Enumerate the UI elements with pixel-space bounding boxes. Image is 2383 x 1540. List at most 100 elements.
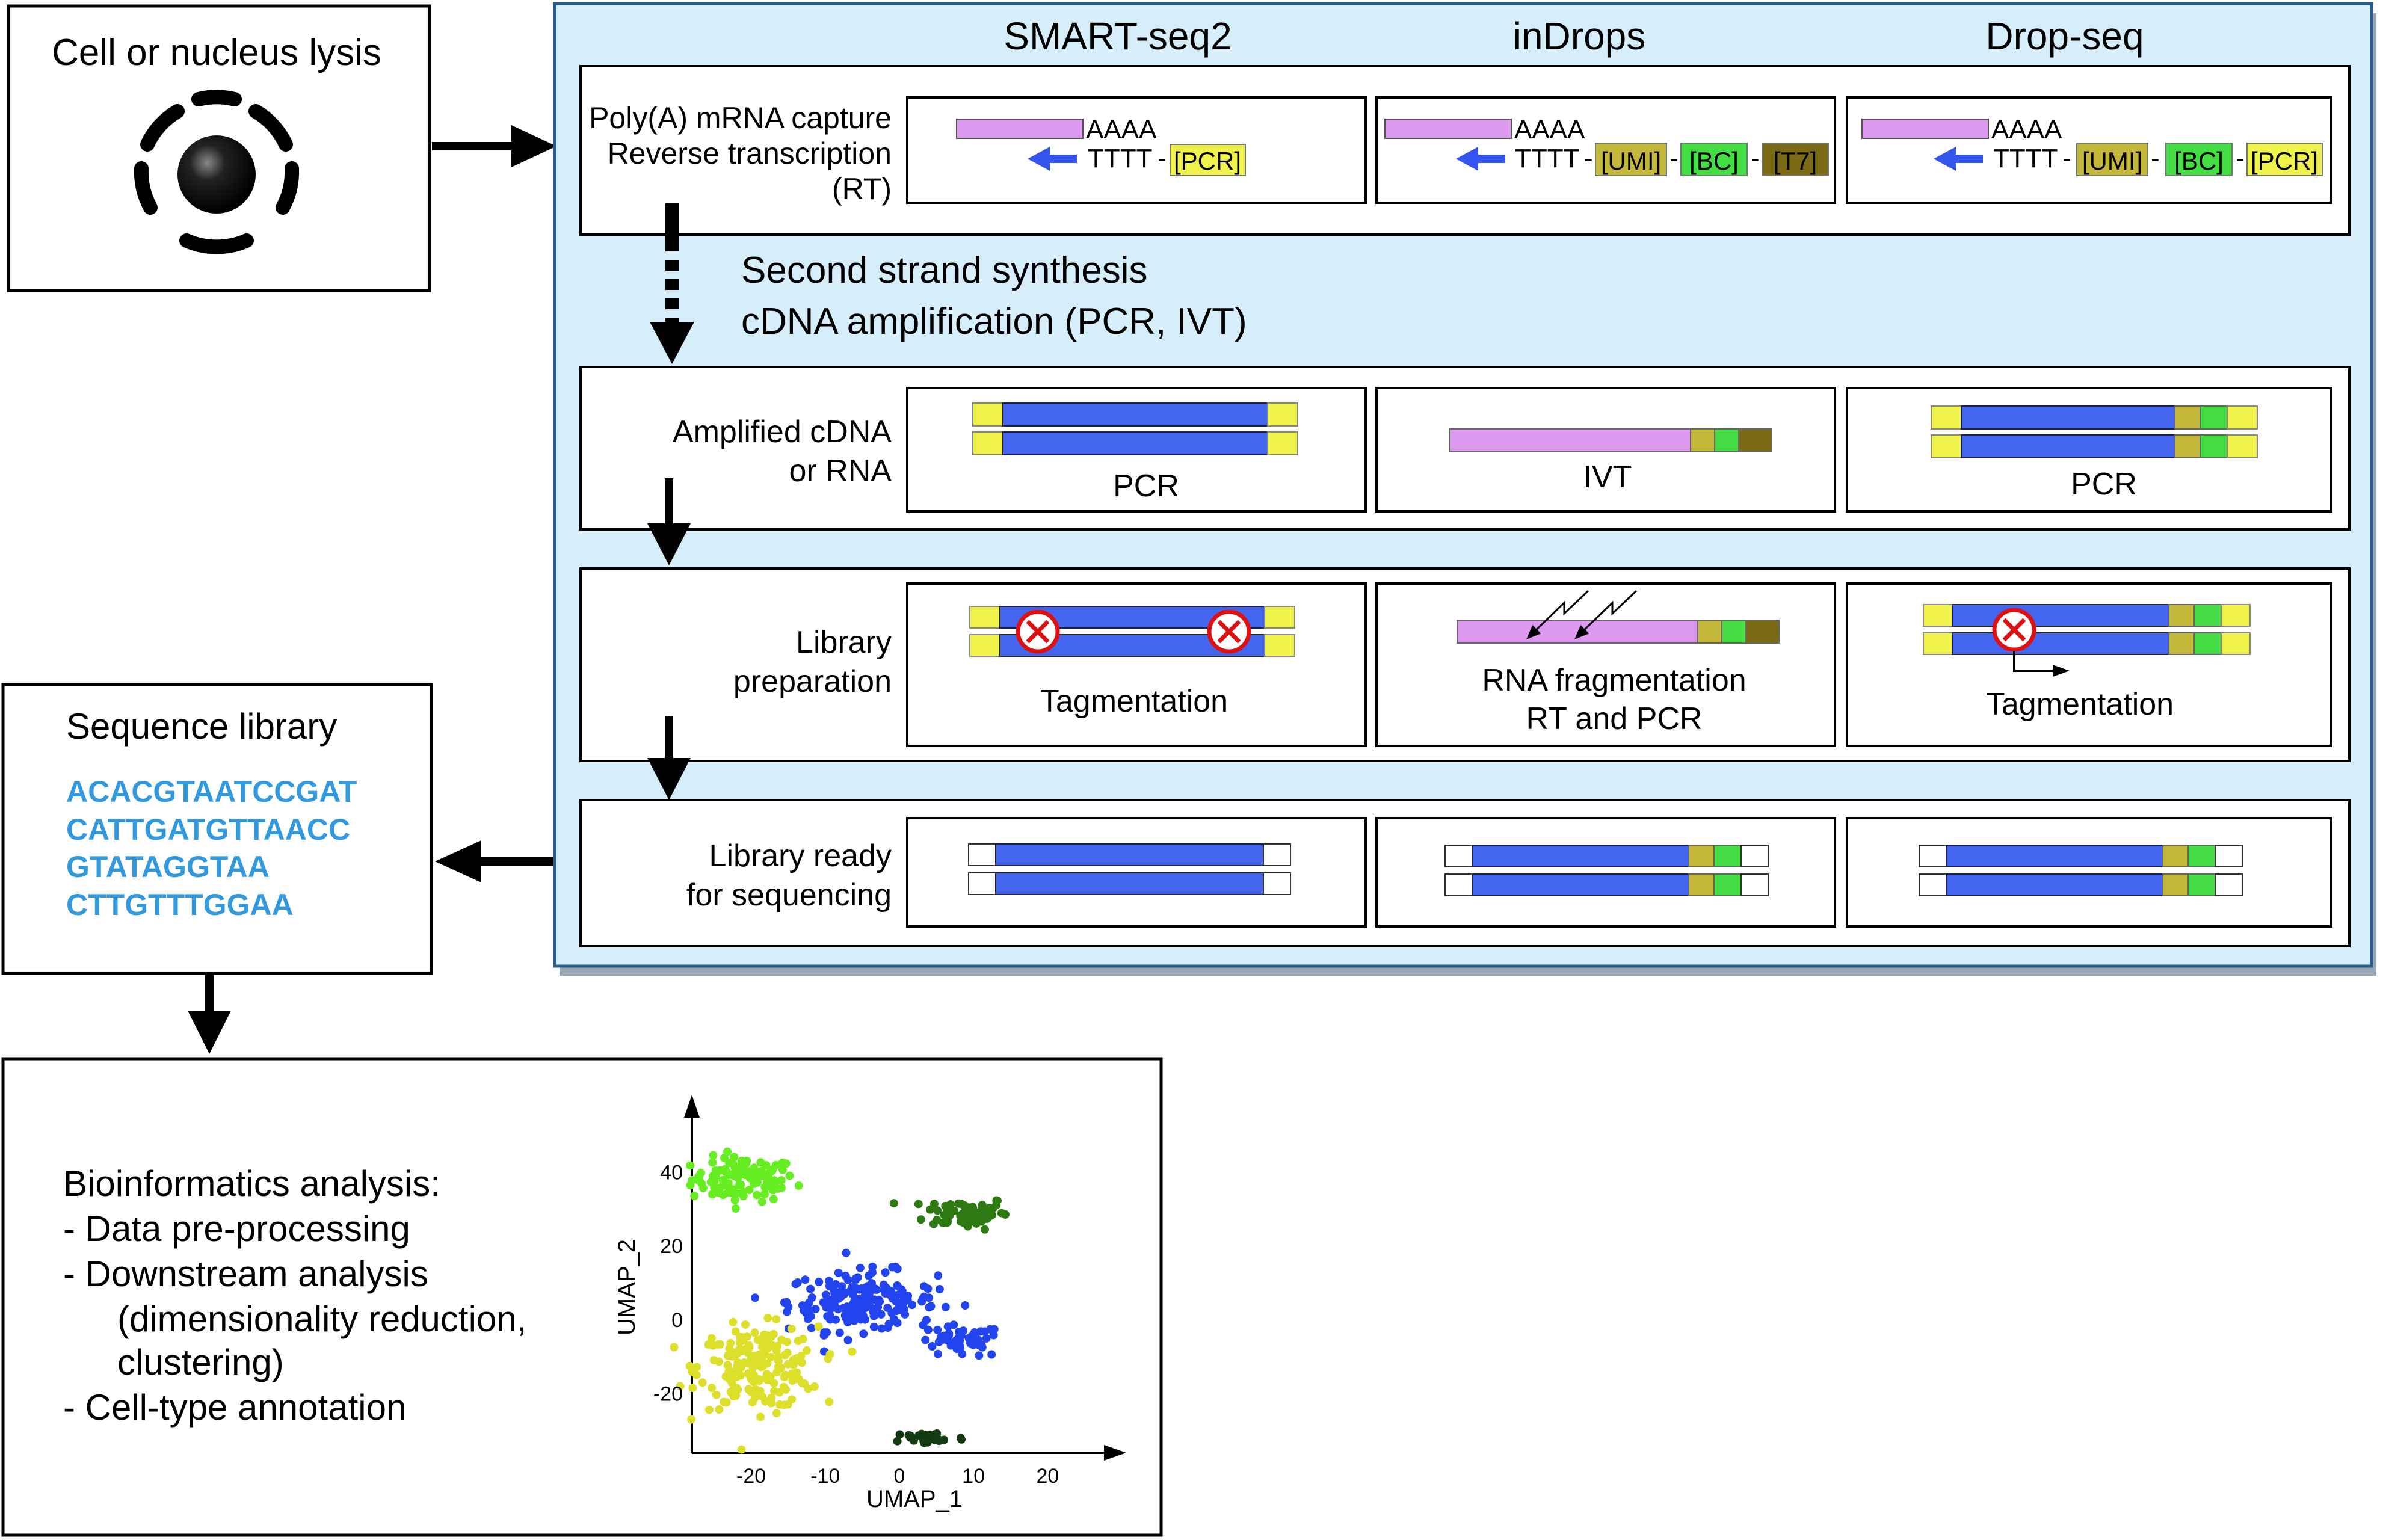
library-ready-label-line2: for sequencing: [686, 878, 892, 913]
fragmentation-lightning-icon: [1526, 590, 1638, 639]
scatter-point-cluster-1: [981, 1225, 989, 1234]
scatter-point-cluster-4: [715, 1357, 723, 1366]
capture-dropseq: AAAA TTTT - [UMI] - [BC] - [PCR]: [1846, 96, 2332, 204]
scatter-point-cluster-1: [964, 1203, 973, 1212]
scatter-point-cluster-0: [724, 1179, 733, 1188]
scatter-point-cluster-2: [925, 1293, 934, 1302]
umi-tag-text: [UMI]: [1601, 147, 1661, 175]
scatter-point-cluster-2: [804, 1314, 812, 1323]
scatter-point-cluster-4: [751, 1385, 760, 1394]
protocol-panel: SMART-seq2 inDrops Drop-seq Poly(A) mRNA…: [553, 2, 2376, 976]
cut-site-icon: [1992, 608, 2036, 652]
scatter-point-cluster-0: [730, 1195, 739, 1204]
scatter-point-cluster-2: [822, 1328, 831, 1337]
scatter-point-cluster-0: [757, 1197, 766, 1206]
scatter-point-cluster-4: [825, 1397, 834, 1406]
scatter-point-cluster-3: [987, 1350, 996, 1359]
scatter-point-cluster-4: [770, 1387, 779, 1396]
scatter-point-cluster-0: [694, 1172, 703, 1181]
scatter-point-cluster-4: [787, 1325, 796, 1333]
scatter-point-cluster-3: [943, 1322, 952, 1331]
scatter-point-cluster-1: [889, 1199, 898, 1208]
scatter-point-cluster-0: [736, 1180, 745, 1189]
scatter-point-cluster-4: [707, 1334, 716, 1343]
scatter-point-cluster-4: [676, 1382, 685, 1391]
scatter-point-cluster-0: [760, 1189, 769, 1198]
library-prep-caption-smartseq2: Tagmentation: [1040, 684, 1228, 719]
scatter-point-cluster-4: [714, 1340, 723, 1349]
capture-smartseq2: AAAA TTTT - [PCR]: [906, 96, 1367, 204]
scatter-point-cluster-3: [956, 1344, 965, 1353]
scatter-point-cluster-4: [757, 1353, 766, 1362]
y-tick-label: 40: [660, 1161, 683, 1184]
sequence-line: GTATAGGTAA: [66, 850, 270, 884]
sequence-line: ACACGTAATCCGAT: [66, 775, 357, 808]
scatter-point-cluster-0: [686, 1161, 695, 1170]
scatter-point-cluster-4: [763, 1314, 772, 1323]
scatter-point-cluster-4: [777, 1335, 786, 1344]
scatter-point-cluster-4: [763, 1375, 771, 1384]
scatter-point-cluster-3: [964, 1334, 973, 1343]
scatter-point-cluster-0: [723, 1147, 732, 1156]
scatter-point-cluster-2: [843, 1305, 852, 1314]
scatter-point-cluster-2: [870, 1295, 879, 1304]
polyT-text: TTTT: [1993, 144, 2058, 173]
scatter-point-cluster-4: [766, 1353, 775, 1361]
scatter-point-cluster-0: [698, 1184, 708, 1193]
second-strand-line1: Second strand synthesis: [741, 250, 1148, 291]
scatter-point-cluster-2: [836, 1289, 845, 1298]
bioinfo-line: (dimensionality reduction,: [117, 1299, 526, 1339]
scatter-point-cluster-1: [997, 1209, 1006, 1218]
pcr-tag-text: [PCR]: [1174, 147, 1241, 175]
bioinfo-line: - Data pre-processing: [63, 1209, 410, 1249]
pcr-tag-text: [PCR]: [2251, 147, 2318, 175]
scatter-point-cluster-2: [863, 1281, 872, 1290]
scatter-point-cluster-4: [726, 1387, 735, 1396]
scatter-point-cluster-4: [705, 1405, 714, 1414]
bc-tag-text: [BC]: [2174, 147, 2224, 175]
scatter-point-cluster-0: [785, 1171, 794, 1180]
sequence-library-box: Sequence library ACACGTAATCCGAT CATTGATG…: [1, 683, 433, 975]
scatter-point-cluster-2: [961, 1301, 970, 1310]
scatter-point-cluster-2: [834, 1305, 843, 1314]
scatter-point-cluster-0: [753, 1178, 762, 1187]
scatter-point-cluster-5: [933, 1429, 942, 1438]
row-library-prep: Library preparation Tagmentation: [579, 567, 2351, 762]
cell-icon: [134, 90, 300, 254]
library-prep-smartseq2: Tagmentation: [906, 582, 1367, 747]
scatter-point-cluster-5: [917, 1429, 926, 1438]
scatter-point-cluster-4: [747, 1353, 756, 1362]
library-prep-caption-dropseq: Tagmentation: [1986, 687, 2174, 722]
scatter-point-cluster-0: [750, 1163, 759, 1172]
scatter-point-cluster-4: [798, 1379, 807, 1388]
scatter-point-cluster-2: [823, 1312, 832, 1321]
scatter-point-cluster-2: [793, 1278, 802, 1287]
scatter-point-cluster-2: [899, 1294, 908, 1303]
scatter-point-cluster-2: [835, 1328, 844, 1337]
umi-tag: [2076, 143, 2148, 176]
scatter-point-cluster-4: [729, 1351, 738, 1360]
library-ready-label-line1: Library ready: [709, 839, 892, 873]
library-ready-smartseq2: [906, 817, 1367, 928]
scatter-point-cluster-0: [745, 1171, 754, 1180]
scatter-point-cluster-0: [708, 1190, 717, 1199]
scatter-point-cluster-4: [797, 1358, 806, 1367]
y-tick-label: 0: [671, 1309, 683, 1332]
mrna-bar: [956, 119, 1084, 139]
method-header-smartseq2: SMART-seq2: [1003, 14, 1232, 58]
bc-tag: [1680, 143, 1748, 176]
scatter-point-cluster-0: [769, 1195, 778, 1204]
bioinfo-line: - Downstream analysis: [63, 1254, 428, 1294]
scatter-point-cluster-1: [929, 1200, 939, 1209]
scatter-point-cluster-4: [720, 1397, 729, 1406]
scatter-point-cluster-3: [946, 1341, 955, 1350]
scatter-point-cluster-4: [698, 1378, 707, 1387]
scatter-point-cluster-4: [814, 1322, 823, 1331]
row-capture: Poly(A) mRNA capture Reverse transcripti…: [579, 65, 2351, 236]
scatter-point-cluster-0: [794, 1181, 803, 1190]
arrow-panel-to-library: [435, 840, 553, 882]
y-axis-label: UMAP_2: [614, 1239, 640, 1335]
scatter-point-cluster-2: [869, 1322, 878, 1331]
scatter-point-cluster-2: [934, 1271, 943, 1280]
scatter-point-cluster-4: [737, 1445, 746, 1454]
